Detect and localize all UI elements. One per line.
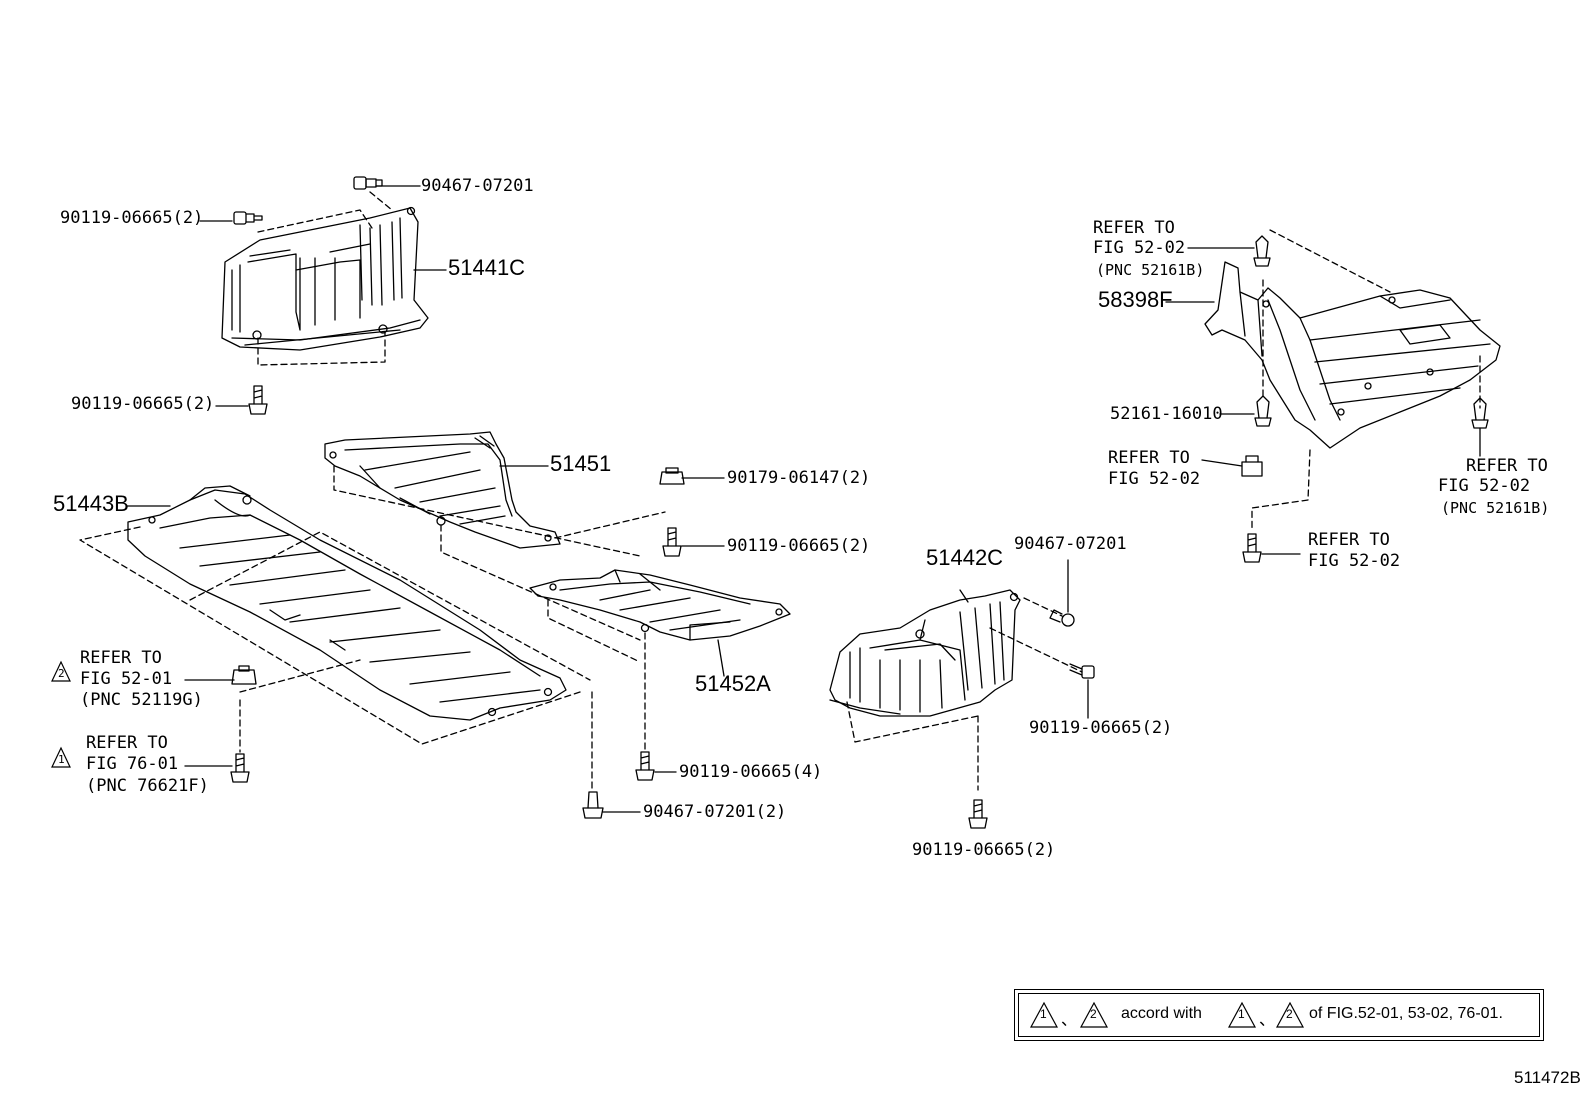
callout-90179-06147: 90179-06147(2) bbox=[727, 468, 871, 488]
refer-note-line1: REFER TO bbox=[1466, 456, 1548, 476]
legend-triangle-icon bbox=[1029, 1001, 1059, 1029]
part-51441c-drawing bbox=[222, 206, 428, 351]
legend-note-box: 1 、 2 accord with 1 、 2 of FIG.52-01, 53… bbox=[1014, 989, 1544, 1041]
part-label-51441c: 51441C bbox=[448, 255, 526, 280]
refer-note-line2: FIG 52-02 bbox=[1308, 551, 1401, 571]
callout-90467-07201-top: 90467-07201 bbox=[421, 176, 534, 196]
refer-note-line2: FIG 52-02 bbox=[1108, 469, 1201, 489]
callout-90119-06665-top-left: 90119-06665(2) bbox=[60, 208, 204, 228]
part-51451-leaders bbox=[334, 466, 665, 640]
refer-note-line2: FIG 52-01 bbox=[80, 669, 173, 689]
part-58398f-drawing bbox=[1205, 262, 1500, 448]
refer-note-line2: FIG 52-02 bbox=[1438, 476, 1531, 496]
refer-note-line3: (PNC 76621F) bbox=[86, 776, 209, 796]
legend-mark-3: 1 bbox=[1238, 1007, 1245, 1021]
refer-note-line1: REFER TO bbox=[1108, 448, 1190, 468]
fastener-bolts bbox=[231, 176, 1488, 828]
legend-triangle-icon bbox=[1227, 1001, 1257, 1029]
part-51451-drawing bbox=[325, 432, 560, 548]
part-51452a-drawing bbox=[530, 570, 790, 640]
refer-note-line3: (PNC 52161B) bbox=[1441, 499, 1550, 517]
part-51442c-drawing bbox=[830, 590, 1020, 716]
legend-mark-4: 2 bbox=[1286, 1007, 1293, 1021]
label-leader-lines bbox=[126, 186, 1480, 812]
callout-90467-07201-right: 90467-07201 bbox=[1014, 534, 1127, 554]
part-58398f-leaders bbox=[1252, 230, 1480, 530]
legend-mark-1: 1 bbox=[1040, 1007, 1047, 1021]
refer-note-line1: REFER TO bbox=[86, 733, 168, 753]
part-label-58398f: 58398F bbox=[1098, 287, 1173, 312]
refer-note-line1: REFER TO bbox=[1308, 530, 1390, 550]
callout-90119-06665-center: 90119-06665(2) bbox=[727, 536, 871, 556]
part-label-51452a: 51452A bbox=[695, 671, 771, 696]
legend-mark-2: 2 bbox=[1090, 1007, 1097, 1021]
legend-separator-1: 、 bbox=[1061, 1012, 1078, 1029]
refer-note-line1: REFER TO bbox=[80, 648, 162, 668]
refer-note-mark: 2 bbox=[58, 667, 65, 680]
part-51443b-drawing bbox=[128, 486, 566, 720]
part-label-51443b: 51443B bbox=[53, 491, 129, 516]
legend-text-fig: of FIG.52-01, 53-02, 76-01. bbox=[1309, 1005, 1503, 1022]
part-51443b-leaders bbox=[80, 527, 592, 792]
callout-90119-06665-right: 90119-06665(2) bbox=[1029, 718, 1173, 738]
callout-90467-07201-x2: 90467-07201(2) bbox=[643, 802, 787, 822]
part-51442c-leaders bbox=[847, 598, 1082, 790]
legend-triangle-icon bbox=[1079, 1001, 1109, 1029]
refer-note-line2: FIG 76-01 bbox=[86, 754, 179, 774]
refer-note-mark: 1 bbox=[58, 753, 65, 766]
callout-52161-16010: 52161-16010 bbox=[1110, 404, 1223, 424]
refer-warning-triangles bbox=[52, 662, 70, 767]
legend-text-accord: accord with bbox=[1121, 1005, 1202, 1022]
legend-triangle-icon bbox=[1275, 1001, 1305, 1029]
part-51441c-leaders bbox=[258, 192, 392, 365]
legend-separator-2: 、 bbox=[1259, 1012, 1276, 1029]
refer-note-line2: FIG 52-02 bbox=[1093, 238, 1186, 258]
refer-note-line3: (PNC 52161B) bbox=[1096, 261, 1205, 279]
callout-90119-06665-under-51442c: 90119-06665(2) bbox=[912, 840, 1056, 860]
figure-id: 511472B bbox=[1514, 1068, 1581, 1087]
refer-note-line3: (PNC 52119G) bbox=[80, 690, 203, 710]
part-51452a-leaders bbox=[548, 600, 645, 752]
part-label-51442c: 51442C bbox=[926, 545, 1004, 570]
callout-90119-06665-x4: 90119-06665(4) bbox=[679, 762, 823, 782]
callout-90119-06665-under-51441c: 90119-06665(2) bbox=[71, 394, 215, 414]
refer-note-line1: REFER TO bbox=[1093, 218, 1175, 238]
part-label-51451: 51451 bbox=[550, 451, 612, 476]
